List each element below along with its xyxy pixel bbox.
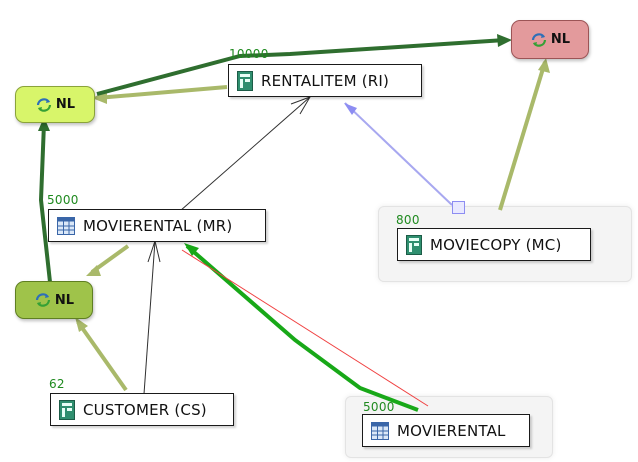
nl-bottom-left-label: NL xyxy=(54,292,75,308)
movierental-node[interactable]: MOVIERENTAL xyxy=(362,414,530,447)
rentalitem-count: 10000 xyxy=(229,47,269,61)
index-card-icon xyxy=(237,70,253,91)
edge-mc-to-ri xyxy=(344,102,453,206)
moviecopy-node[interactable]: MOVIECOPY (MC) xyxy=(397,228,591,261)
customer-node[interactable]: CUSTOMER (CS) xyxy=(50,393,234,426)
nl-bottom-left[interactable]: NL xyxy=(15,281,93,319)
rentalitem-label: RENTALITEM (RI) xyxy=(261,71,390,90)
table-grid-icon xyxy=(57,216,75,235)
edge-ri-to-nl-top-left xyxy=(96,85,228,100)
nl-top-right[interactable]: NL xyxy=(511,20,589,59)
customer-count: 62 xyxy=(49,377,65,391)
edge-mc-to-ri-arrowhead xyxy=(344,103,357,115)
edge-cs-to-nl-bottom-left-arrowhead xyxy=(75,317,88,332)
table-grid-icon xyxy=(371,421,389,440)
edge-mr-to-nl-bottom-left xyxy=(90,244,130,274)
edge-nl-top-left-to-nl-top-right xyxy=(96,38,506,96)
movierental-mr-label: MOVIERENTAL (MR) xyxy=(83,216,233,235)
edge-mr-to-nl-bottom-left-arrowhead xyxy=(86,265,101,276)
edge-mc-to-nl-top-right-arrowhead xyxy=(538,58,550,73)
movierental-mr-count: 5000 xyxy=(47,193,79,207)
edge-movierental-to-mr-arrowhead xyxy=(184,243,199,256)
customer-label: CUSTOMER (CS) xyxy=(83,400,207,419)
index-card-icon xyxy=(59,399,75,420)
edge-cs-to-mr xyxy=(143,240,156,395)
nl-top-left[interactable]: NL xyxy=(15,86,95,123)
edge-nl-bottom-to-nl-top-left xyxy=(38,122,52,283)
movierental-mr-node[interactable]: MOVIERENTAL (MR) xyxy=(48,209,266,242)
moviecopy-count: 800 xyxy=(396,213,420,227)
index-card-icon xyxy=(406,234,422,255)
edge-nl-top-left-to-nl-top-right-arrowhead xyxy=(497,34,512,47)
edge-mr-to-ri xyxy=(179,96,311,212)
join-operator-icon xyxy=(36,97,52,112)
join-operator-icon xyxy=(35,293,51,307)
edge-cs-to-nl-bottom-left xyxy=(76,320,128,392)
movierental-count: 5000 xyxy=(363,400,395,414)
moviecopy-link-marker[interactable] xyxy=(452,201,465,214)
nl-top-right-label: NL xyxy=(550,32,571,47)
join-operator-icon xyxy=(531,32,547,47)
movierental-label: MOVIERENTAL xyxy=(397,421,506,440)
nl-top-left-label: NL xyxy=(55,97,76,112)
edge-movierental-red xyxy=(181,249,429,407)
edge-nl-bottom-to-nl-top-left-arrowhead xyxy=(38,117,50,131)
rentalitem-node[interactable]: RENTALITEM (RI) xyxy=(228,64,422,97)
edge-movierental-to-mr xyxy=(185,244,419,412)
edge-ri-arrowhead xyxy=(290,96,312,115)
edge-mc-to-nl-top-right xyxy=(498,61,547,211)
moviecopy-label: MOVIECOPY (MC) xyxy=(430,235,562,254)
